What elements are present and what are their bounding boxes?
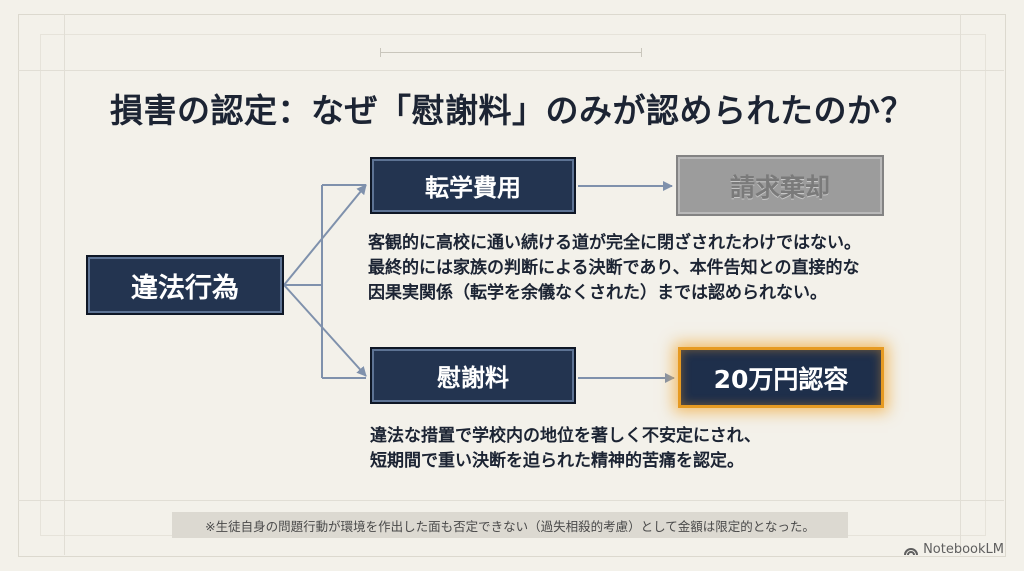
grid-line (18, 500, 1004, 501)
notebooklm-logo-icon (904, 547, 919, 555)
item-node-consolation-money: 慰謝料 (370, 347, 576, 404)
item-node-transfer-cost: 転学費用 (370, 157, 576, 214)
branch-2-description: 違法な措置で学校内の地位を著しく不安定にされ、 短期間で重い決断を迫られた精神的… (370, 424, 761, 474)
watermark: NotebookLM (903, 542, 1004, 557)
grid-line (64, 14, 65, 555)
description-line: 因果実関係（転学を余儀なくされた）までは認められない。 (368, 283, 827, 303)
outer-frame (18, 14, 1006, 557)
description-line: 客観的に高校に通い続ける道が完全に閉ざされたわけではない。 (368, 233, 861, 253)
description-line: 最終的には家族の判断による決断であり、本件告知との直接的な (368, 258, 860, 278)
footnote: ※生徒自身の問題行動が環境を作出した面も否定できない（過失相殺的考慮）として金額… (172, 512, 848, 538)
grid-line (960, 14, 961, 555)
description-line: 違法な措置で学校内の地位を著しく不安定にされ、 (370, 426, 761, 446)
branch-1-description: 客観的に高校に通い続ける道が完全に閉ざされたわけではない。 最終的には家族の判断… (368, 231, 861, 306)
result-node-granted: 20万円認容 (678, 347, 884, 408)
description-line: 短期間で重い決断を迫られた精神的苦痛を認定。 (370, 451, 744, 471)
source-node-illegal-act: 違法行為 (86, 255, 284, 315)
dimension-marker (380, 48, 642, 57)
result-node-rejected: 請求棄却 (676, 155, 884, 216)
watermark-text: NotebookLM (923, 542, 1004, 557)
slide-title: 損害の認定：なぜ「慰謝料」のみが認められたのか？ (110, 91, 914, 130)
grid-line (18, 70, 1004, 71)
